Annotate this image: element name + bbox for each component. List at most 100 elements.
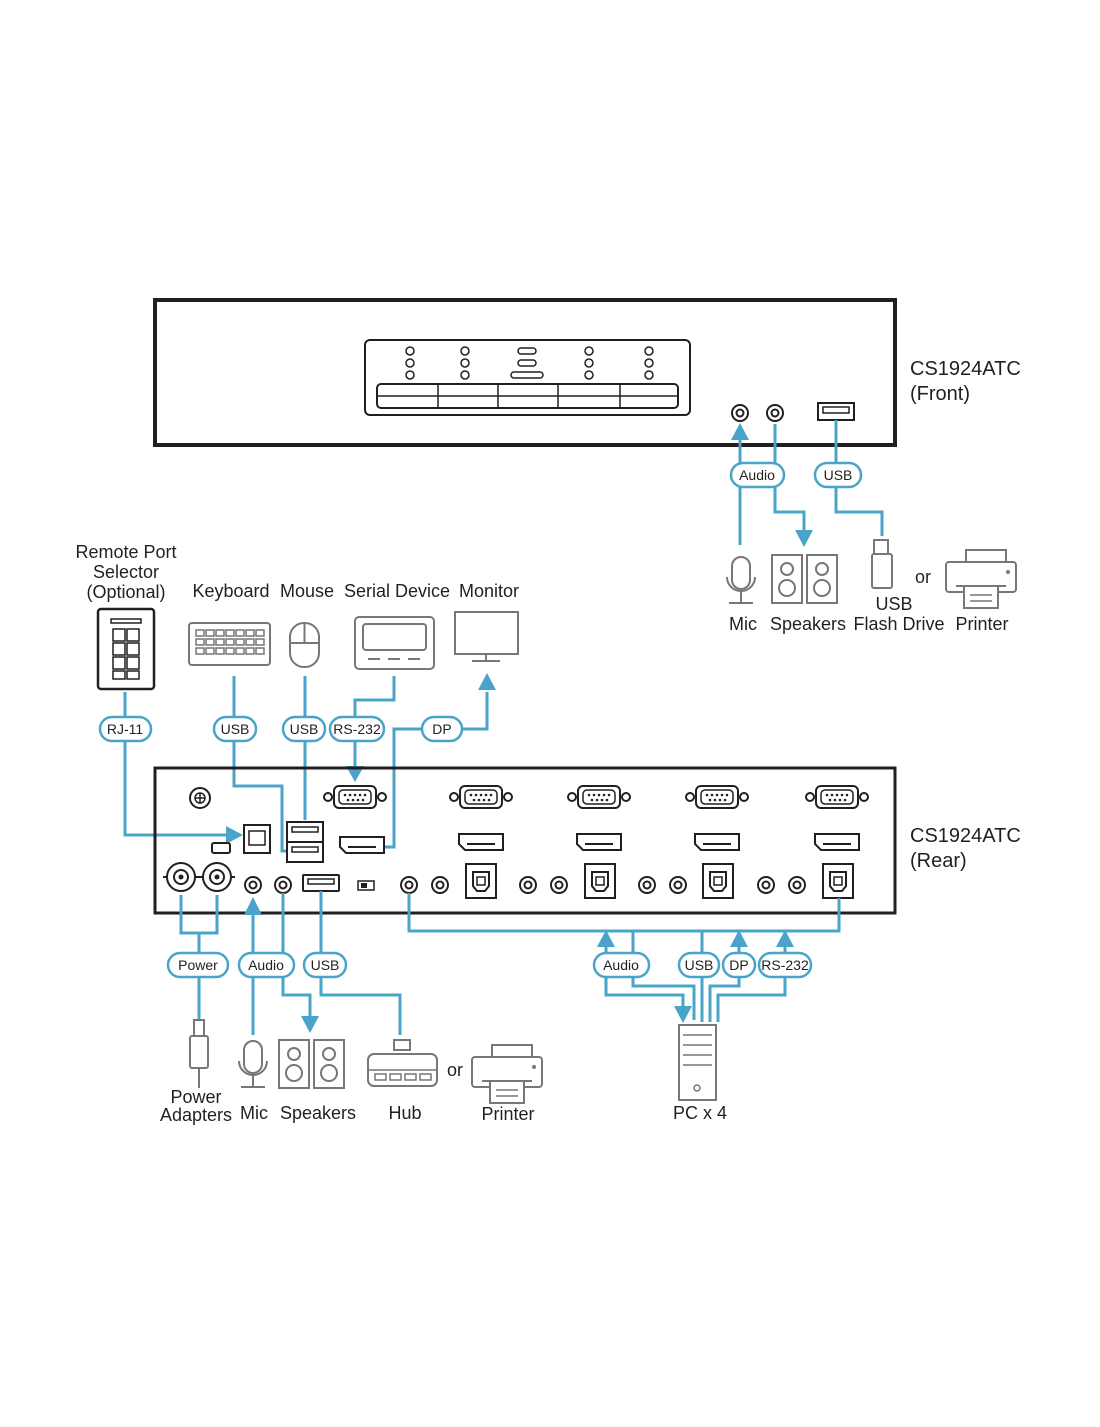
power-adapters-label-line1: Power <box>170 1087 221 1107</box>
console-cables <box>123 673 496 853</box>
front-or-label: or <box>915 567 931 587</box>
pc1-dp-port <box>458 833 504 851</box>
pc-rs232-pill-label: RS-232 <box>761 957 809 973</box>
pc4-usb-b-port <box>822 863 854 899</box>
pc-dp-pill: DP <box>721 951 757 979</box>
pc3-mic-jack <box>638 876 656 894</box>
monitor-label: Monitor <box>459 581 519 601</box>
front-audio-pill-label: Audio <box>739 467 775 483</box>
pc4-dp-port <box>814 833 860 851</box>
pc-usb-pill-label: USB <box>685 957 714 973</box>
front-panel-buttons <box>364 339 691 416</box>
mouse-icon <box>289 622 320 668</box>
remote-selector-label-line3: (Optional) <box>86 582 165 602</box>
usb-pill-label: USB <box>311 957 340 973</box>
pc-audio-pill-label: Audio <box>603 957 639 973</box>
power-adapter-icon <box>189 1019 209 1088</box>
front-usb-pill: USB <box>813 461 863 489</box>
keyboard-usb-pill: USB <box>212 715 258 743</box>
power-pill-label: Power <box>178 957 218 973</box>
flash-drive-icon <box>871 539 893 589</box>
rs232-pill: RS-232 <box>328 715 386 743</box>
front-printer-icon <box>945 549 1017 609</box>
remote-port-selector-icon <box>96 607 156 691</box>
rear-model-label: CS1924ATC <box>910 825 1021 847</box>
front-audio-pill: Audio <box>729 461 786 489</box>
flash-drive-label-line1: USB <box>875 594 912 614</box>
pc3-usb-b-port <box>702 863 734 899</box>
front-usb-pill-label: USB <box>824 467 853 483</box>
monitor-icon <box>454 611 519 662</box>
pc1-speaker-jack <box>431 876 449 894</box>
pc3-dp-port <box>694 833 740 851</box>
pc-dp-pill-label: DP <box>729 957 748 973</box>
dp-pill: DP <box>420 715 464 743</box>
mouse-label: Mouse <box>280 581 334 601</box>
front-speakers-label: Speakers <box>770 614 846 634</box>
usb-pill: USB <box>302 951 348 979</box>
console-dp-port <box>339 836 385 854</box>
console-usb-a-port <box>302 874 340 892</box>
power-jack-1 <box>162 862 200 892</box>
front-speakers-icon <box>771 554 838 604</box>
hub-or-label: or <box>447 1060 463 1080</box>
flash-drive-label-line2: Flash Drive <box>853 614 944 634</box>
pc-usb-pill: USB <box>677 951 721 979</box>
mic-label: Mic <box>240 1103 268 1123</box>
rear-unit: CS1924ATC (Rear) <box>153 766 1021 915</box>
rj11-pill-label: RJ-11 <box>107 721 144 737</box>
power-jack-2 <box>198 862 236 892</box>
front-speaker-jack <box>766 404 784 422</box>
pc4-mic-jack <box>757 876 775 894</box>
console-mic-jack <box>244 876 262 894</box>
serial-device-label: Serial Device <box>344 581 450 601</box>
rj11-pill: RJ-11 <box>98 715 153 743</box>
front-printer-label: Printer <box>955 614 1008 634</box>
audio-pill: Audio <box>237 951 296 979</box>
power-pill: Power <box>166 951 230 979</box>
pc4-rs232-port <box>805 785 869 809</box>
front-unit: CS1924ATC (Front) <box>153 298 1021 447</box>
printer-label: Printer <box>481 1104 534 1124</box>
mic-icon <box>238 1040 268 1088</box>
front-mic-label: Mic <box>729 614 757 634</box>
pc1-usb-b-port <box>465 863 497 899</box>
mini-usb-port <box>211 842 231 854</box>
pc3-rs232-port <box>685 785 749 809</box>
hub-icon <box>367 1039 438 1087</box>
front-mic-jack <box>731 404 749 422</box>
pc1-mic-jack <box>400 876 418 894</box>
pc-rs232-pill: RS-232 <box>757 951 813 979</box>
front-side-label: (Front) <box>910 383 970 405</box>
remote-selector-label-line1: Remote Port <box>75 542 176 562</box>
power-adapters-label-line2: Adapters <box>160 1105 232 1125</box>
pc2-dp-port <box>576 833 622 851</box>
pc-tower-icon <box>678 1024 717 1101</box>
dip-switch <box>357 880 375 891</box>
hub-label: Hub <box>388 1103 421 1123</box>
printer-icon <box>471 1044 543 1104</box>
rj11-port <box>243 824 271 854</box>
console-speaker-jack <box>274 876 292 894</box>
pc3-speaker-jack <box>669 876 687 894</box>
audio-pill-label: Audio <box>248 957 284 973</box>
front-usb-port <box>817 402 855 421</box>
speakers-label: Speakers <box>280 1103 356 1123</box>
serial-device-icon <box>354 616 435 670</box>
dp-pill-label: DP <box>432 721 451 737</box>
pc2-mic-jack <box>519 876 537 894</box>
pc-audio-pill: Audio <box>592 951 651 979</box>
remote-selector-label-line2: Selector <box>93 562 159 582</box>
keyboard-usb-pill-label: USB <box>221 721 250 737</box>
speakers-icon <box>278 1039 345 1089</box>
pc1-rs232-port <box>449 785 513 809</box>
pc2-rs232-port <box>567 785 631 809</box>
keyboard-icon <box>188 622 271 666</box>
pc-label: PC x 4 <box>673 1103 727 1123</box>
pc4-speaker-jack <box>788 876 806 894</box>
mouse-usb-pill: USB <box>281 715 327 743</box>
ground-screw <box>189 787 211 809</box>
front-mic-icon <box>726 556 756 604</box>
